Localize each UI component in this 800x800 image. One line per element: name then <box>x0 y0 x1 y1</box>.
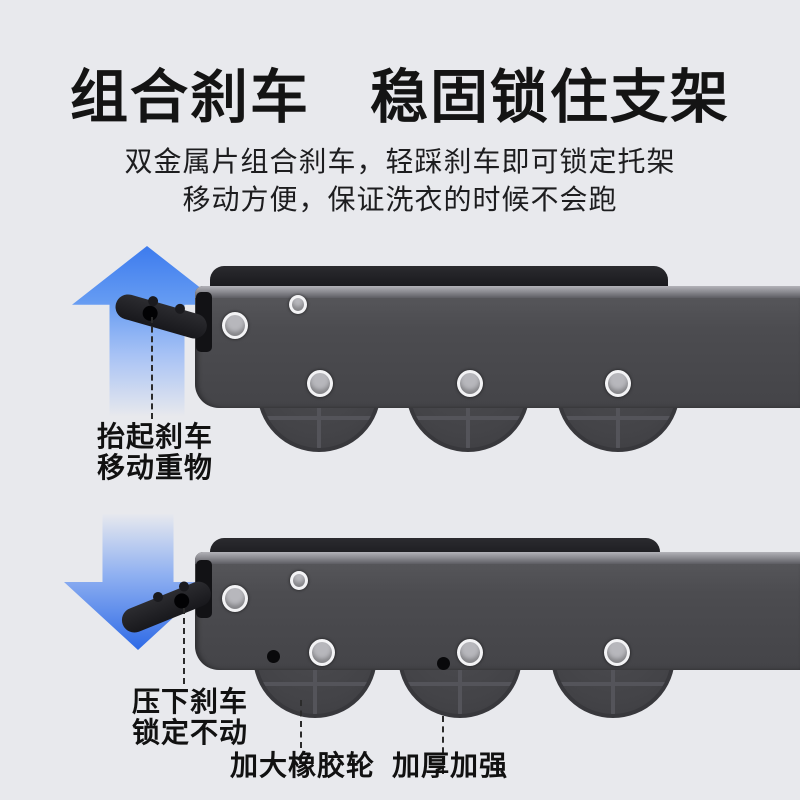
page-title: 组合刹车 稳固锁住支架 <box>69 65 730 130</box>
wheel-rib <box>555 681 671 686</box>
callout-text-line: 压下刹车 <box>132 686 249 717</box>
callout-brake-locked: 压下刹车 锁定不动 <box>132 686 248 748</box>
mount-hole <box>437 657 450 670</box>
wheel-rib <box>410 415 526 420</box>
screw <box>222 312 248 339</box>
callout-text-line: 移动重物 <box>97 452 214 483</box>
wheel-rib <box>257 681 373 686</box>
screw <box>222 585 248 612</box>
lever-rivet <box>177 580 191 594</box>
axle-screw <box>605 370 631 397</box>
callout-bigger-wheels: 加大橡胶轮 <box>230 750 376 781</box>
axle-screw <box>307 370 333 397</box>
roller-rail-body <box>195 286 800 408</box>
callout-line <box>151 317 153 419</box>
roller-rail-body <box>195 552 800 670</box>
lever-hole <box>171 591 192 611</box>
subtitle-line-1: 双金属片组合刹车，轻踩刹车即可锁定托架 <box>124 146 676 177</box>
axle-screw <box>604 639 630 666</box>
callout-line <box>442 716 444 774</box>
axle-screw <box>457 370 483 397</box>
callout-thicker-stronger: 加厚加强 <box>392 750 509 781</box>
callout-line <box>300 700 302 748</box>
screw <box>289 295 307 314</box>
screw <box>290 571 308 590</box>
axle-screw <box>309 639 335 666</box>
wheel-rib <box>261 415 377 420</box>
callout-text-line: 抬起刹车 <box>97 421 214 452</box>
wheel-rib <box>560 415 676 420</box>
mount-hole <box>267 650 280 663</box>
callout-line <box>183 608 185 684</box>
subtitle-line-2: 移动方便，保证洗衣的时候不会跑 <box>182 184 618 215</box>
wheel-rib <box>402 681 518 686</box>
callout-brake-released: 抬起刹车 移动重物 <box>97 421 213 483</box>
callout-text-line: 锁定不动 <box>132 717 249 748</box>
axle-screw <box>457 639 483 666</box>
